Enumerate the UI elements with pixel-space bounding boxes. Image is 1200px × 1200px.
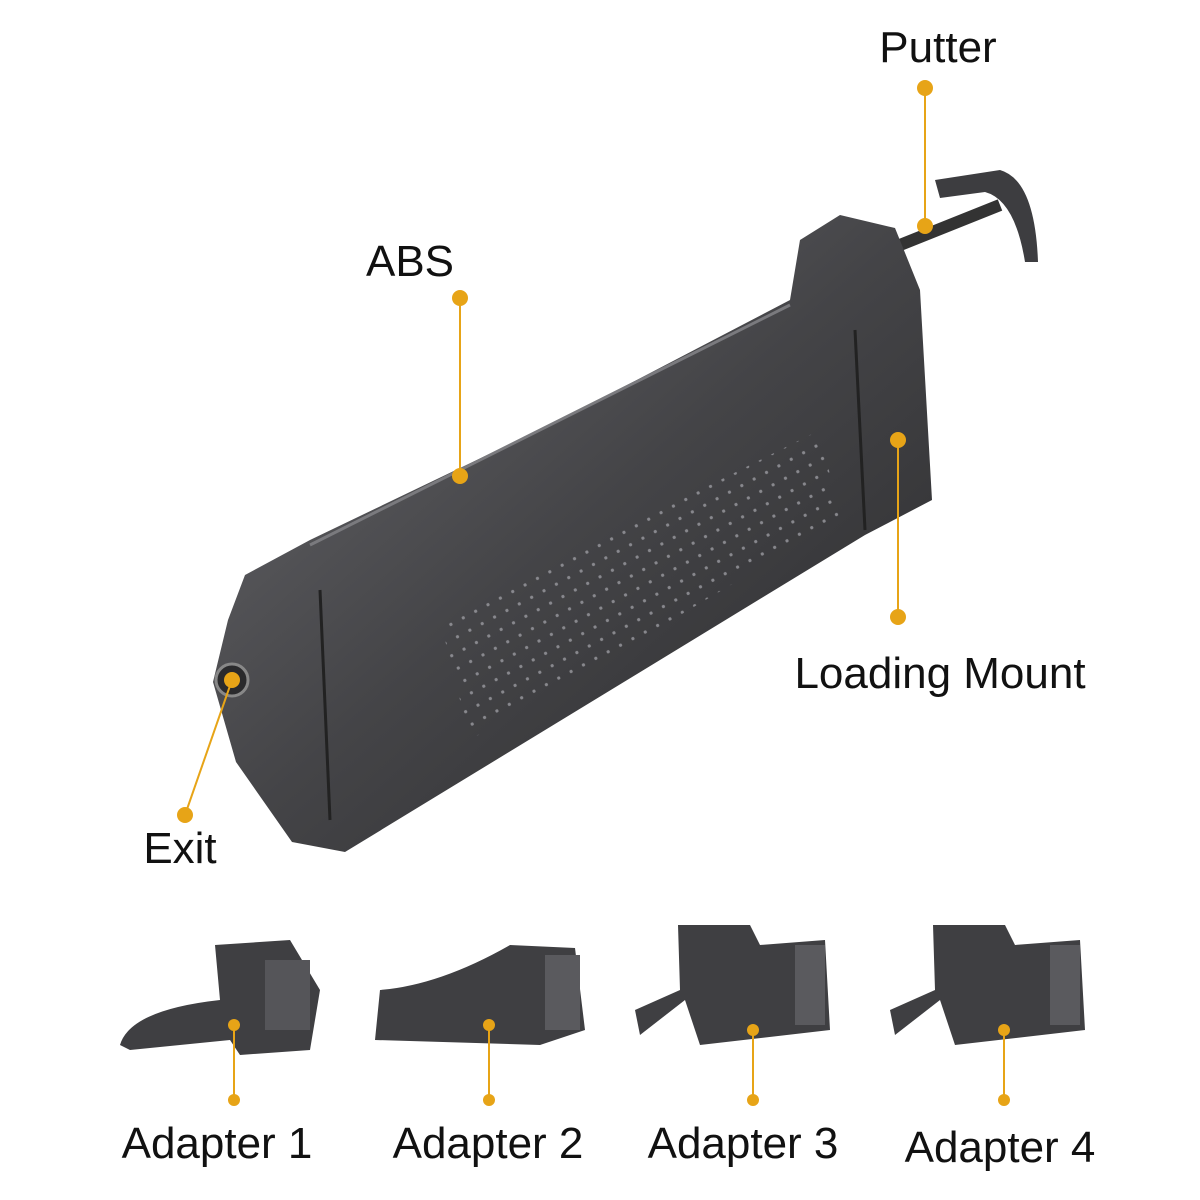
adapter-2-label: Adapter 2: [393, 1119, 584, 1168]
adapter-4: Adapter 4: [890, 925, 1095, 1172]
label-exit: Exit: [143, 824, 216, 873]
adapter-1-label: Adapter 1: [122, 1119, 313, 1168]
adapter-1: Adapter 1: [120, 940, 320, 1168]
marker-dot: [224, 672, 240, 688]
marker-dot: [177, 807, 193, 823]
marker-dot: [452, 290, 468, 306]
marker-dot: [890, 432, 906, 448]
marker-dot: [452, 468, 468, 484]
adapter-2: Adapter 2: [375, 945, 585, 1168]
adapter-3-label: Adapter 3: [648, 1119, 839, 1168]
marker-dot: [917, 218, 933, 234]
label-loading-mount: Loading Mount: [794, 649, 1085, 698]
adapter-4-label: Adapter 4: [905, 1123, 1096, 1172]
leader-line-exit: [184, 679, 233, 816]
putter-handle: [897, 170, 1038, 262]
adapter-3: Adapter 3: [635, 925, 838, 1168]
label-putter: Putter: [879, 23, 996, 72]
marker-dot: [890, 609, 906, 625]
label-abs: ABS: [366, 237, 454, 286]
loader-body: [213, 215, 932, 852]
marker-dot: [917, 80, 933, 96]
